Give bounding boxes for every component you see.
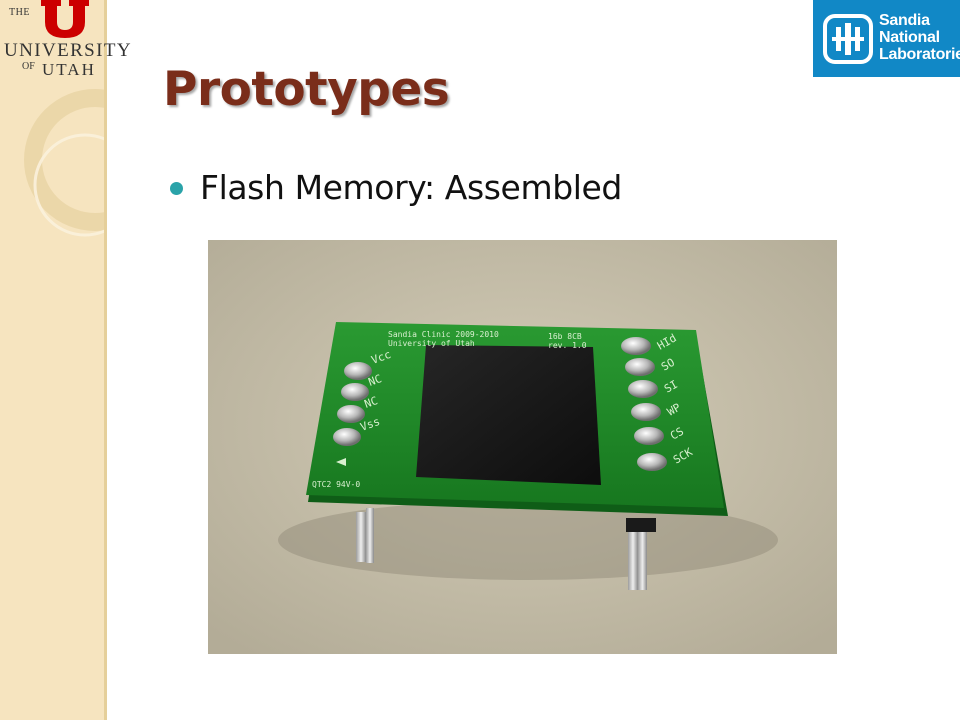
block-u-icon <box>41 0 89 38</box>
sandia-logo: Sandia National Laboratories <box>813 0 960 77</box>
sidebar-divider <box>104 0 107 720</box>
flash-chip <box>416 345 601 485</box>
logo-of-text: OF <box>22 61 35 72</box>
silk-left-pin-4: Vss <box>359 415 382 434</box>
header-spacer <box>626 518 656 532</box>
sandia-line3: Laboratories <box>879 46 960 63</box>
silk-rev2: rev. 1.0 <box>548 341 587 350</box>
bullet-dot-icon <box>170 181 183 195</box>
silk-right-pin-3: SI <box>662 378 680 396</box>
pin1-arrow-icon <box>336 458 346 466</box>
board-photo: Sandia Clinic 2009-2010 University of Ut… <box>208 240 837 654</box>
silk-left-pin-1: Vcc <box>370 348 393 367</box>
silk-right-pin-5: CS <box>668 425 686 443</box>
bullet-item: Flash Memory: Assembled <box>170 162 622 212</box>
logo-the-text: THE <box>9 7 30 18</box>
silk-right-pin-4: WP <box>665 401 683 419</box>
silk-bottom: QTC2 94V-0 <box>312 480 360 489</box>
decorative-circles <box>24 89 104 237</box>
pin-left-1 <box>356 512 366 562</box>
sandia-line2: National <box>879 29 940 46</box>
board-illustration: Sandia Clinic 2009-2010 University of Ut… <box>208 240 837 654</box>
silk-right-pin-2: SO <box>659 356 677 374</box>
pin-left-2 <box>366 508 374 563</box>
sandia-line1: Sandia <box>879 12 930 29</box>
left-solder-row <box>333 362 372 446</box>
right-solder-row <box>621 337 667 471</box>
bullet-text: Flash Memory: Assembled <box>200 167 622 207</box>
silk-top-line1: Sandia Clinic 2009-2010 <box>388 330 499 339</box>
pin-right-2 <box>638 528 647 590</box>
silk-left-pin-2: NC <box>367 372 384 389</box>
pin-right-1 <box>628 530 638 590</box>
silk-rev1: 16b 8CB <box>548 332 582 341</box>
university-logo: THE UNIVERSITY OF UTAH <box>0 0 131 82</box>
sandia-thunderbird-icon <box>823 14 873 64</box>
slide-title: Prototypes <box>163 62 450 117</box>
logo-university-text: UNIVERSITY <box>4 40 132 61</box>
silk-left-pin-3: NC <box>363 394 380 411</box>
sidebar-panel <box>0 0 104 720</box>
silk-top-line2: University of Utah <box>388 339 475 348</box>
logo-utah-text: UTAH <box>42 60 96 79</box>
